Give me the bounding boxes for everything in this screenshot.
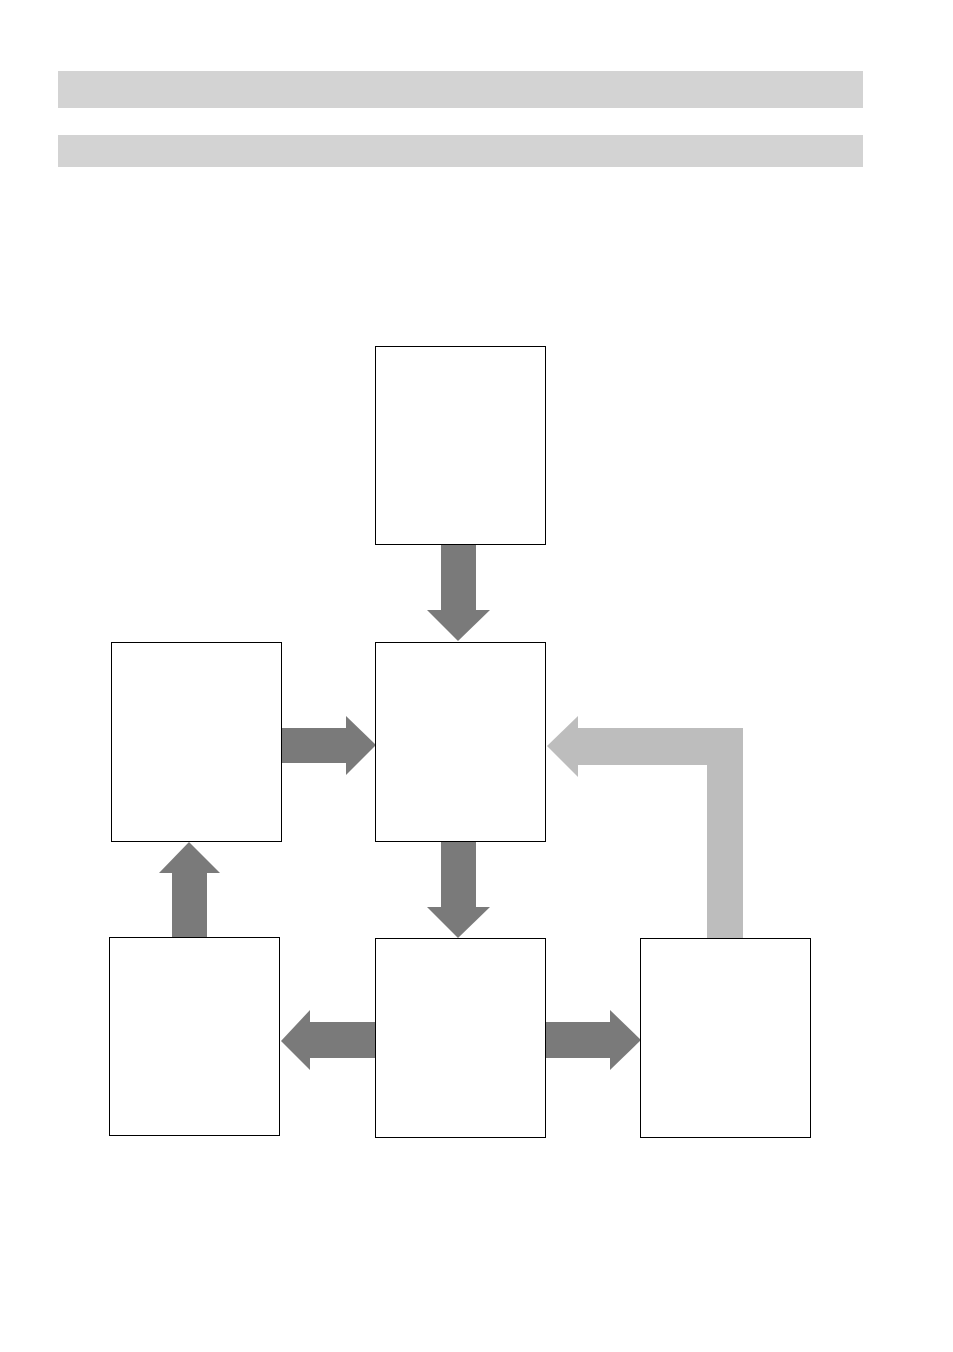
arrow-middle-to-bottom bbox=[427, 842, 490, 938]
box-middle-center bbox=[375, 642, 546, 842]
arrow-bottom-center-to-left bbox=[281, 1010, 376, 1070]
arrow-bottom-left-to-middle-left bbox=[159, 842, 220, 938]
box-bottom-center bbox=[375, 938, 546, 1138]
header-bar-2 bbox=[58, 135, 863, 167]
arrow-left-to-middle bbox=[282, 716, 376, 775]
box-bottom-right bbox=[640, 938, 811, 1138]
box-bottom-left bbox=[109, 937, 280, 1136]
arrow-bottom-center-to-right bbox=[546, 1010, 641, 1070]
header-bar-1 bbox=[58, 71, 863, 108]
arrow-top-to-middle bbox=[427, 545, 490, 641]
arrow-feedback-right-to-middle bbox=[547, 716, 743, 938]
box-top-center bbox=[375, 346, 546, 545]
box-middle-left bbox=[111, 642, 282, 842]
